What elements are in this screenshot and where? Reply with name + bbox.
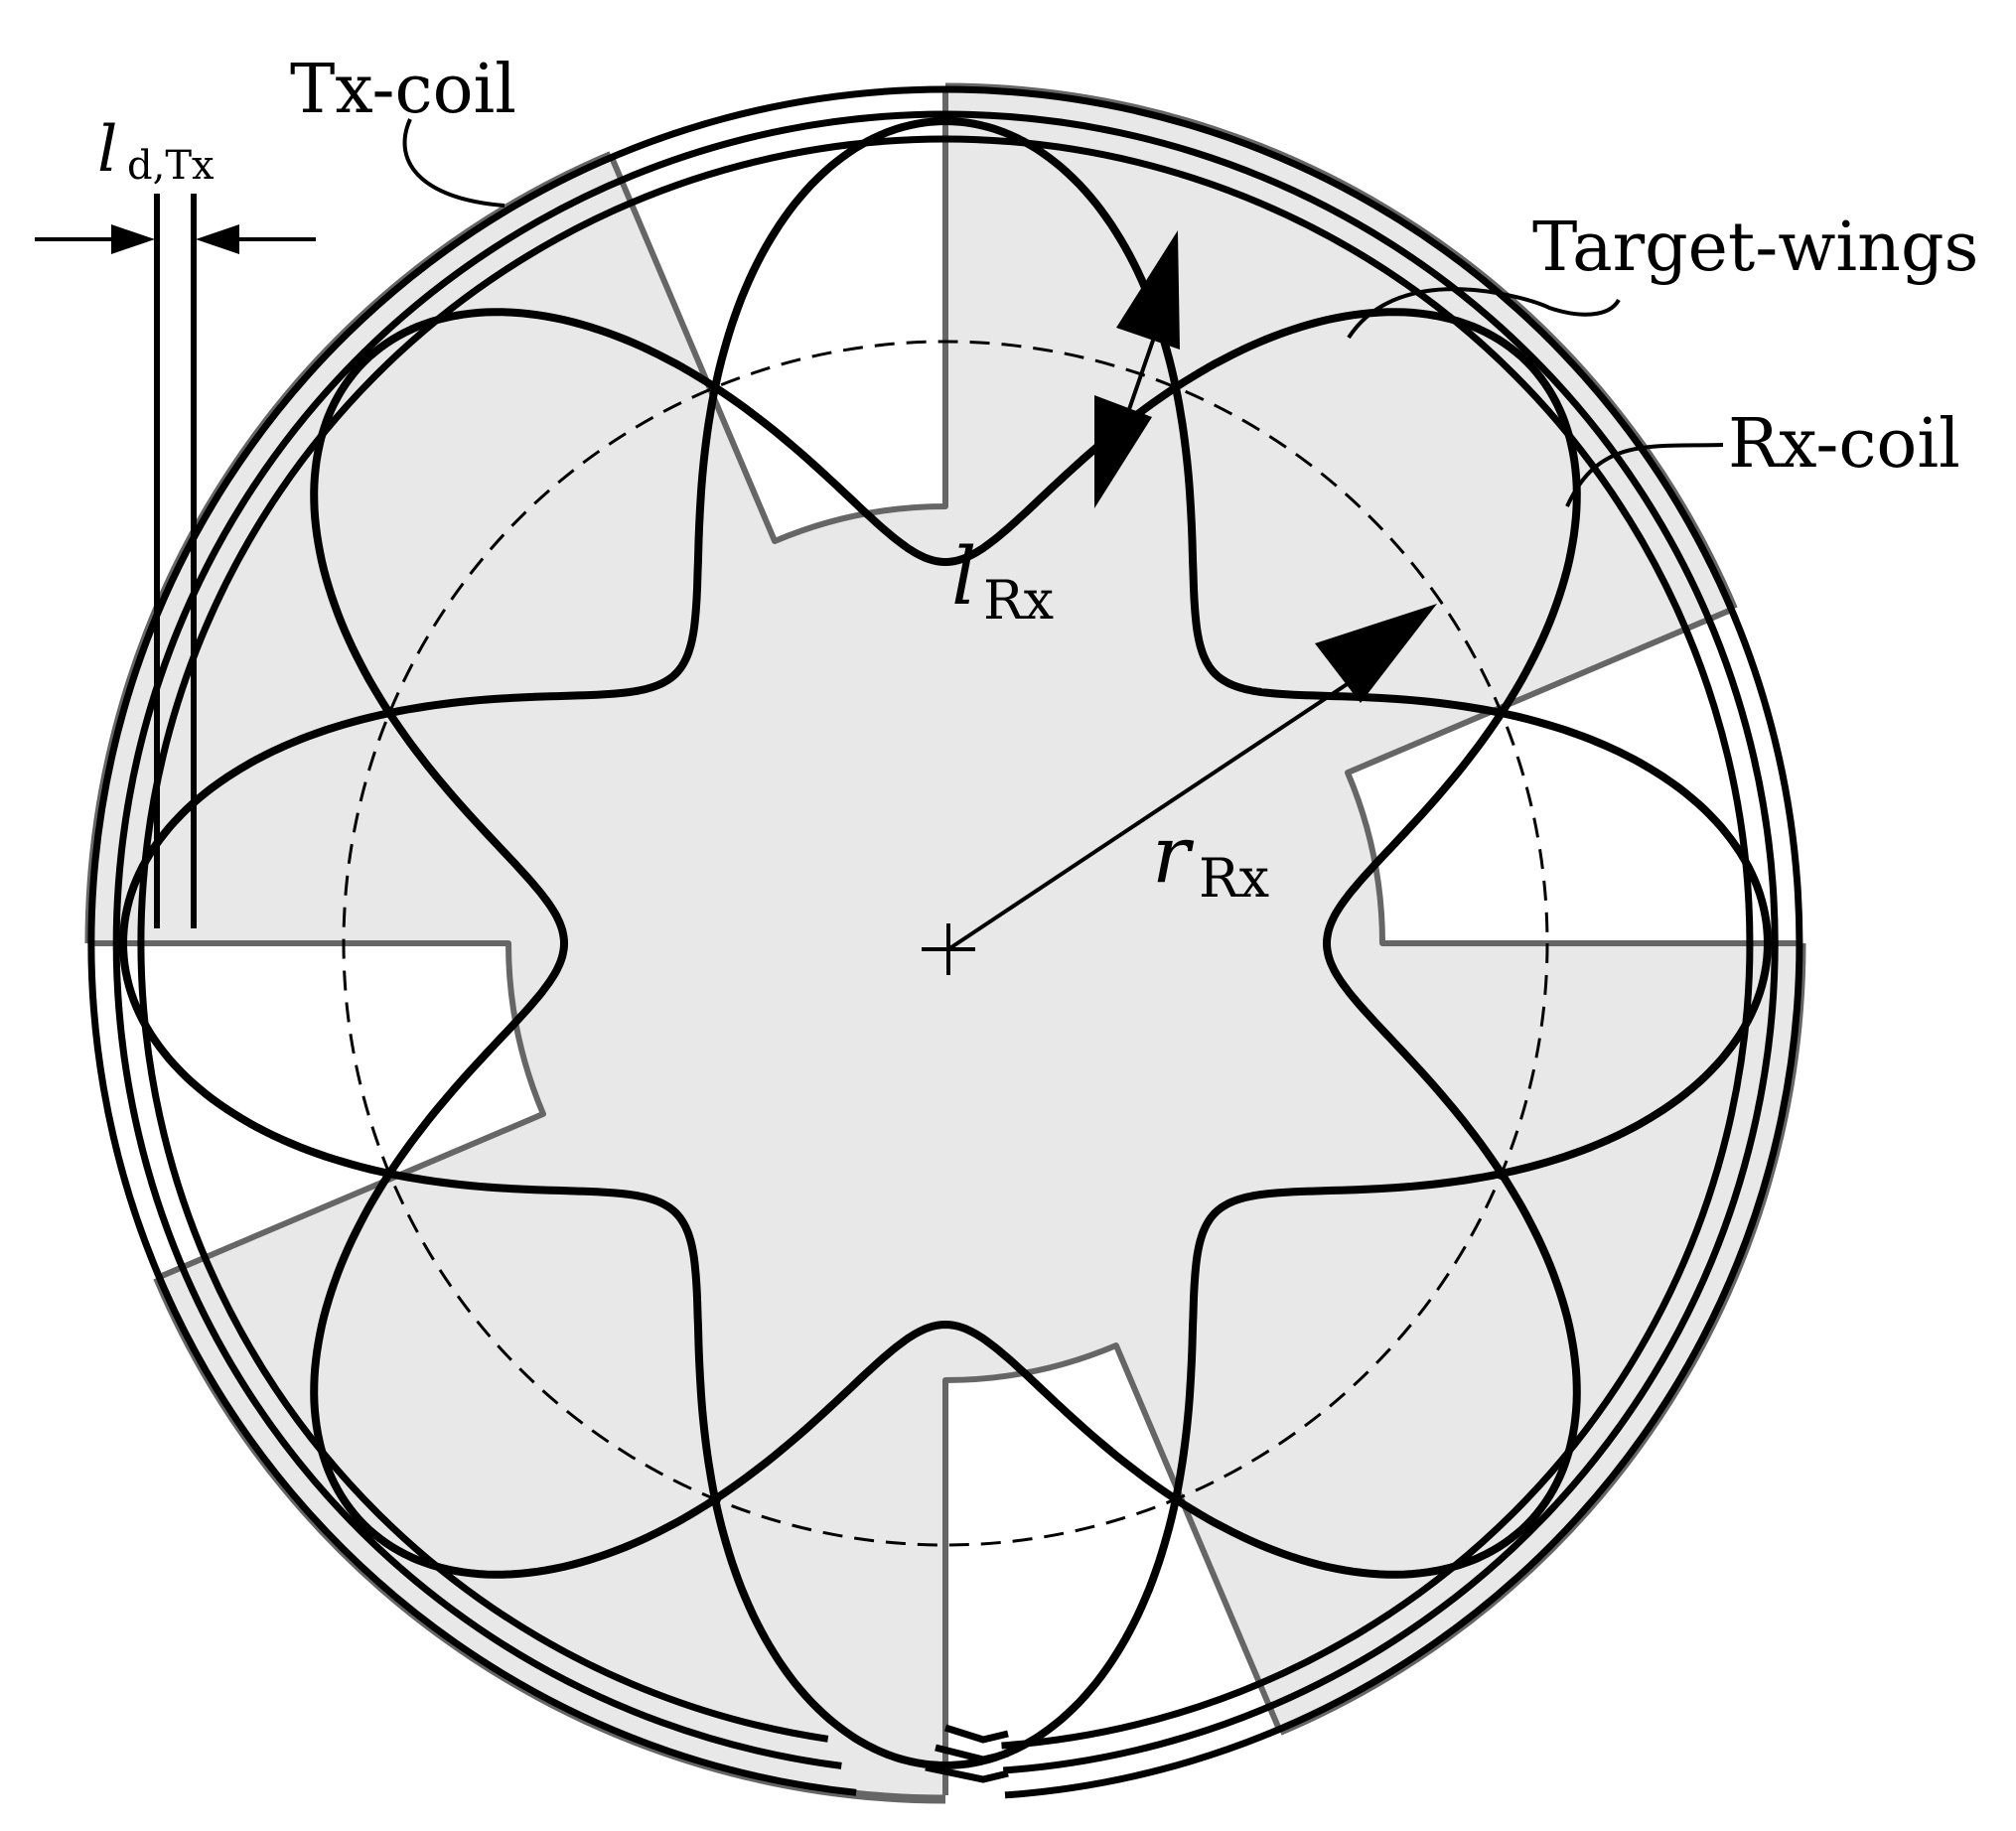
dimension-arrowhead-left	[111, 224, 155, 254]
rx-coil-sine	[310, 308, 1581, 1579]
l-d-tx-subscript: d,Tx	[127, 143, 215, 189]
tx-lead-wires	[154, 194, 197, 928]
tx-lead-dimension: l d,Tx	[35, 113, 316, 928]
tx-coil-turn-middle	[112, 110, 1779, 1774]
tx-coil-turn-outer	[87, 85, 1803, 1799]
l-d-tx-label: l	[97, 113, 117, 187]
rx-coil-cosine	[119, 117, 1772, 1769]
l-rx-arrowhead-top	[1116, 230, 1180, 350]
r-rx-subscript: Rx	[1199, 847, 1269, 910]
r-rx-arrowhead	[1315, 604, 1437, 703]
tx-coil-leader	[402, 118, 505, 208]
r-rx-label: r	[1152, 808, 1195, 901]
target-wing-sectors	[93, 91, 1798, 1795]
tx-coil-crossover	[925, 1724, 1009, 1783]
rx-coils	[119, 117, 1772, 1769]
l-rx-arrowhead-bottom	[1094, 395, 1152, 508]
target-wings	[84, 82, 1806, 1804]
target-wing-shape	[93, 91, 1798, 1795]
tx-coil	[87, 85, 1803, 1799]
tx-coil-turn-inner	[137, 135, 1754, 1750]
rx-coil-label: Rx-coil	[1728, 405, 1960, 484]
callouts: Tx-coil Target-wings Rx-coil	[290, 51, 1978, 507]
r-rx-arrow-shaft	[946, 653, 1392, 951]
l-rx-label: l	[951, 530, 977, 623]
target-wings-label: Target-wings	[1532, 209, 1978, 287]
rx-coil-leader	[1565, 443, 1724, 507]
r-rx-dimension: r Rx	[922, 604, 1437, 975]
tx-coil-label: Tx-coil	[290, 51, 516, 129]
dimension-arrowhead-right	[196, 224, 239, 254]
target-wings-leader	[1347, 287, 1621, 340]
l-rx-dimension: l Rx	[951, 230, 1180, 632]
l-rx-subscript: Rx	[983, 569, 1054, 632]
rx-mean-radius-circle	[342, 340, 1549, 1547]
